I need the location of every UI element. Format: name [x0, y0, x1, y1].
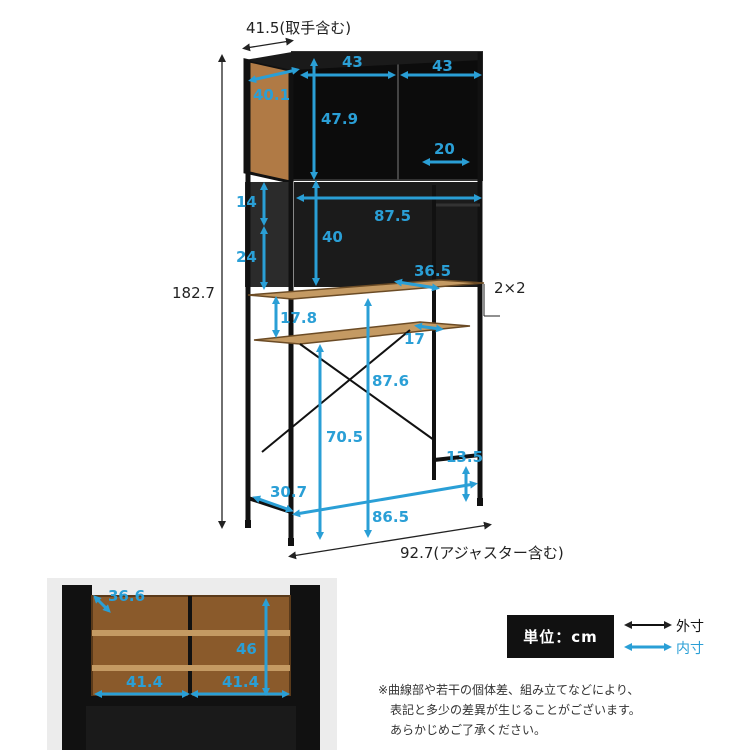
back-panel-height-label: 40 [322, 228, 343, 246]
note-line-1: ※曲線部や若干の個体差、組み立てなどにより、 [378, 683, 640, 697]
clear-height-lower-label: 70.5 [326, 428, 363, 446]
cabinet-illustration [243, 51, 485, 546]
compartment-right-label: 41.4 [222, 673, 259, 691]
door-height-label: 47.9 [321, 110, 358, 128]
note-line-2: 表記と多少の差異が生じることがございます。 [390, 703, 641, 717]
inner-height-label: 46 [236, 640, 257, 658]
handle-label: 20 [434, 140, 455, 158]
width-label: 92.7(アジャスター含む) [400, 544, 564, 562]
lower-shelf-depth-label: 17 [404, 330, 425, 348]
inner-width-label: 86.5 [372, 508, 409, 526]
base-depth-label: 30.7 [270, 483, 307, 501]
inner-dimension-lines [248, 58, 482, 540]
disclaimer-note: ※曲線部や若干の個体差、組み立てなどにより、 表記と多少の差異が生じることがござ… [378, 680, 723, 740]
inner-depth-label: 36.6 [108, 587, 145, 605]
legend-inner: 内寸 [676, 638, 704, 658]
foot-height-label: 13.5 [446, 448, 483, 466]
detail-labels: 36.6 46 41.4 41.4 [108, 587, 259, 691]
height-label: 182.7 [172, 284, 215, 302]
gap-upper-label: 14 [236, 193, 257, 211]
note-line-3: あらかじめご了承ください。 [390, 723, 547, 737]
dimension-labels: 41.5(取手含む) 182.7 92.7(アジャスター含む) 2×2 43 4… [172, 19, 564, 562]
door-width-left-label: 43 [342, 53, 363, 71]
clear-height-total-label: 87.6 [372, 372, 409, 390]
rod-size-label: 2×2 [494, 279, 526, 297]
shelf-gap-label: 17.8 [280, 309, 317, 327]
door-width-right-label: 43 [432, 57, 453, 75]
depth-with-handle-label: 41.5(取手含む) [246, 19, 351, 37]
legend-outer: 外寸 [676, 616, 704, 636]
compartment-left-label: 41.4 [126, 673, 163, 691]
legend-inner-label: 内寸 [676, 641, 704, 657]
side-depth-label: 40.1 [253, 86, 290, 104]
interior-detail-illustration [47, 578, 337, 750]
gap-lower-label: 24 [236, 248, 257, 266]
unit-label: 単位：cm [523, 628, 598, 646]
unit-badge: 単位：cm [507, 615, 614, 658]
detail-dimension-lines [93, 595, 290, 698]
outer-dimension-lines [218, 37, 500, 560]
shelf-span-label: 87.5 [374, 207, 411, 225]
shelf-depth-label: 36.5 [414, 262, 451, 280]
legend-outer-label: 外寸 [676, 619, 704, 635]
